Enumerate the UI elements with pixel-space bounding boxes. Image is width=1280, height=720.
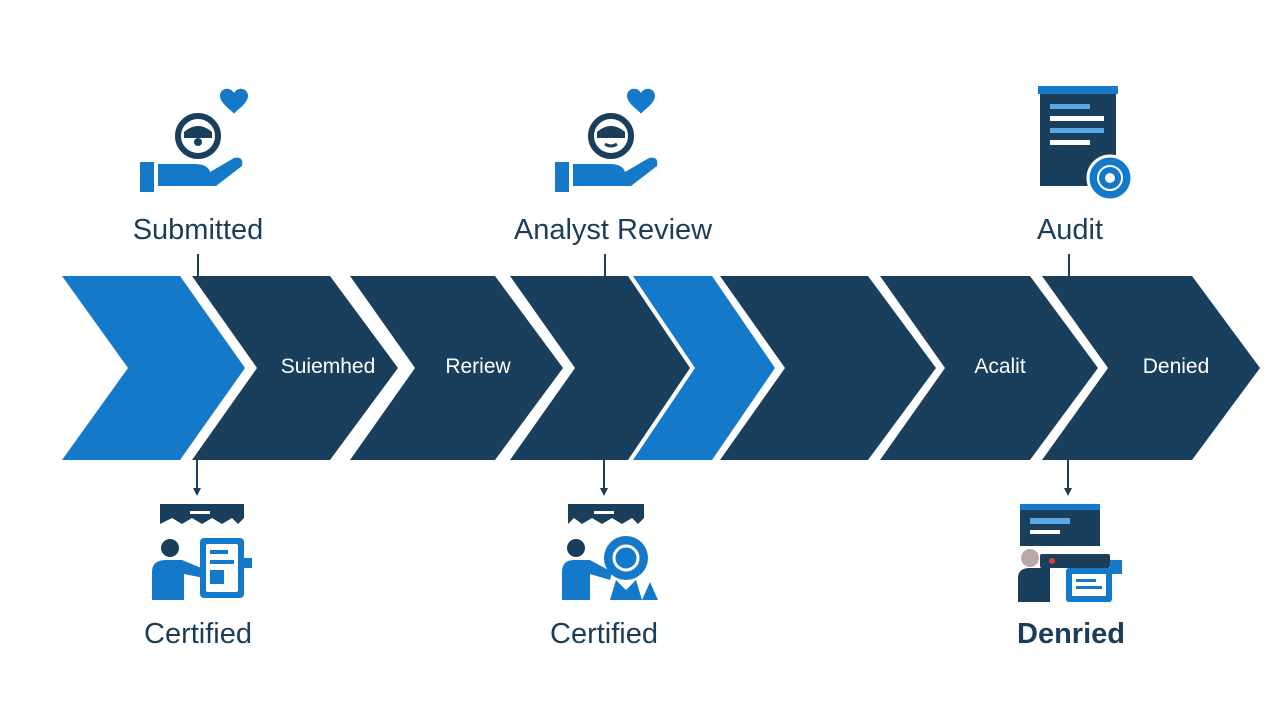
- arrow-down-icon: [193, 460, 201, 496]
- chevron-6: [720, 276, 936, 460]
- chevron-label-review: Reriew: [445, 355, 511, 378]
- outcome-label-certified-1: Certified: [144, 618, 252, 650]
- chevron-5: [633, 276, 775, 460]
- connector-top-3: [1068, 254, 1070, 276]
- person-presenting-board-icon: [152, 504, 252, 600]
- chevron-label-submitted: Suiemhed: [280, 355, 376, 378]
- hand-heart-person-icon: [140, 88, 248, 192]
- chevron-4: [510, 276, 690, 460]
- chevron-label-audit: Acalit: [974, 355, 1026, 378]
- stage-label-audit: Audit: [1036, 214, 1104, 246]
- person-at-screen-icon: [1018, 504, 1122, 602]
- document-seal-icon: [1038, 86, 1134, 200]
- chevron-7: [880, 276, 1098, 460]
- connector-top-1: [197, 254, 199, 276]
- chevron-1: [62, 276, 245, 460]
- connector-top-2: [604, 254, 606, 276]
- arrow-down-icon: [600, 460, 608, 496]
- chevron-3: [350, 276, 563, 460]
- hand-heart-person-icon: [555, 88, 658, 192]
- chevron-2: [192, 276, 398, 460]
- chevron-label-denied: Denied: [1142, 355, 1210, 378]
- outcome-label-certified-2: Certified: [550, 618, 658, 650]
- outcome-label-denied: Denried: [1017, 618, 1125, 650]
- person-presenting-badge-icon: [562, 504, 658, 600]
- stage-label-submitted: Submitted: [132, 214, 264, 246]
- arrow-down-icon: [1064, 460, 1072, 496]
- chevron-8: [1042, 276, 1260, 460]
- stage-label-analyst-review: Analyst Review: [513, 214, 713, 246]
